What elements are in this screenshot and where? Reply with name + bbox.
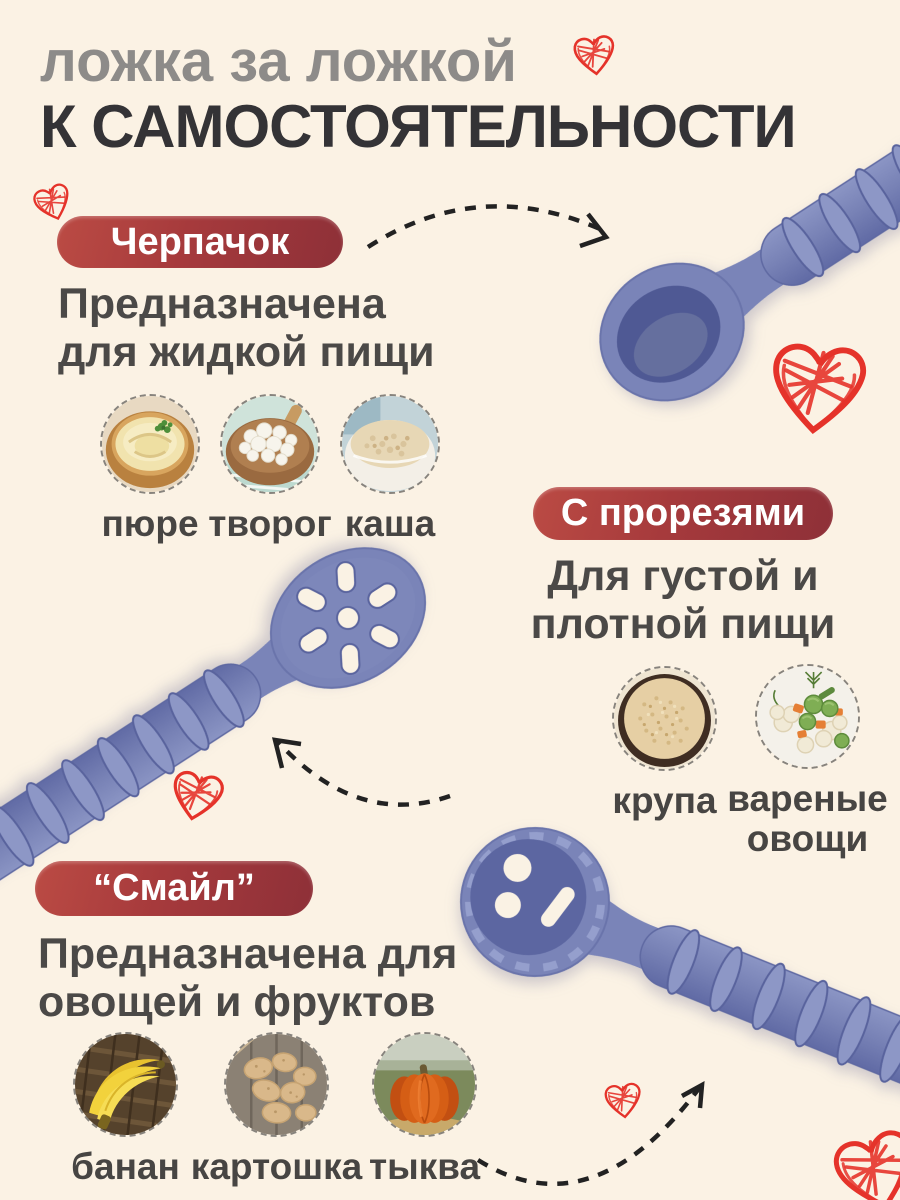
food-item-pumpkin: тыква — [369, 1032, 480, 1187]
section-badge-smile: “Смайл” — [35, 861, 313, 916]
food-label: творог — [208, 503, 332, 544]
heart-doodle-bottom-small — [603, 1082, 644, 1120]
page-title-line2: К САМОСТОЯТЕЛЬНОСТИ — [40, 93, 797, 160]
photo-potatoes — [224, 1032, 329, 1137]
page-title-line1: ложка за ложкой — [40, 29, 517, 94]
desc-line: для жидкой пищи — [58, 328, 435, 377]
heart-doodle-mid — [167, 768, 226, 826]
desc-line: Для густой и — [547, 552, 819, 600]
photo-porridge — [340, 394, 440, 494]
heart-doodle-badge1 — [30, 181, 76, 225]
food-item-grains: крупа — [612, 666, 717, 821]
spoon-slotted-image — [0, 547, 427, 894]
photo-banana — [73, 1032, 178, 1137]
arrow-to-smiley-spoon — [476, 1080, 705, 1187]
spoon-scoop-image — [599, 54, 900, 402]
heart-doodle-right — [770, 343, 865, 434]
photo-mashed-puree — [100, 394, 200, 494]
arrow-to-slotted-spoon — [271, 737, 451, 807]
section-desc-s-prorezyami: Для густой и плотной пищи — [528, 552, 838, 648]
food-label: вареные овощи — [727, 778, 888, 859]
desc-line: Предназначена — [58, 280, 386, 328]
food-item-banana: банан — [71, 1032, 180, 1187]
food-item-cottage-cheese: творог — [208, 394, 332, 544]
food-label: банан — [71, 1146, 180, 1187]
photo-grains — [612, 666, 717, 771]
desc-line: овощей и фруктов — [38, 978, 436, 1027]
desc-line: Предназначена для — [38, 930, 458, 978]
food-item-puree: пюре — [100, 394, 200, 544]
food-label: тыква — [368, 1146, 481, 1187]
food-item-porridge: каша — [340, 394, 440, 544]
photo-pumpkin — [372, 1032, 477, 1137]
section-badge-cherpachok: Черпачок — [57, 216, 343, 268]
section-desc-smile: Предназначена для овощей и фруктов — [38, 930, 457, 1026]
heart-doodle-corner — [832, 1129, 900, 1200]
arrow-title-to-scoop — [366, 204, 610, 249]
spoon-smiley-image — [460, 827, 900, 1105]
desc-line: плотной пищи — [530, 600, 836, 649]
food-label: крупа — [612, 780, 717, 821]
photo-boiled-vegetables — [755, 664, 860, 769]
section-desc-cherpachok: Предназначена для жидкой пищи — [58, 280, 435, 376]
heart-doodle-top — [572, 34, 617, 78]
food-label: картошка — [190, 1146, 363, 1187]
food-item-boiled-vegetables: вареные овощи — [727, 664, 888, 859]
food-label: каша — [344, 503, 436, 544]
section-badge-s-prorezyami: С прорезями — [533, 487, 833, 540]
photo-cottage-cheese — [220, 394, 320, 494]
food-label: пюре — [101, 503, 199, 544]
food-item-potatoes: картошка — [191, 1032, 362, 1187]
